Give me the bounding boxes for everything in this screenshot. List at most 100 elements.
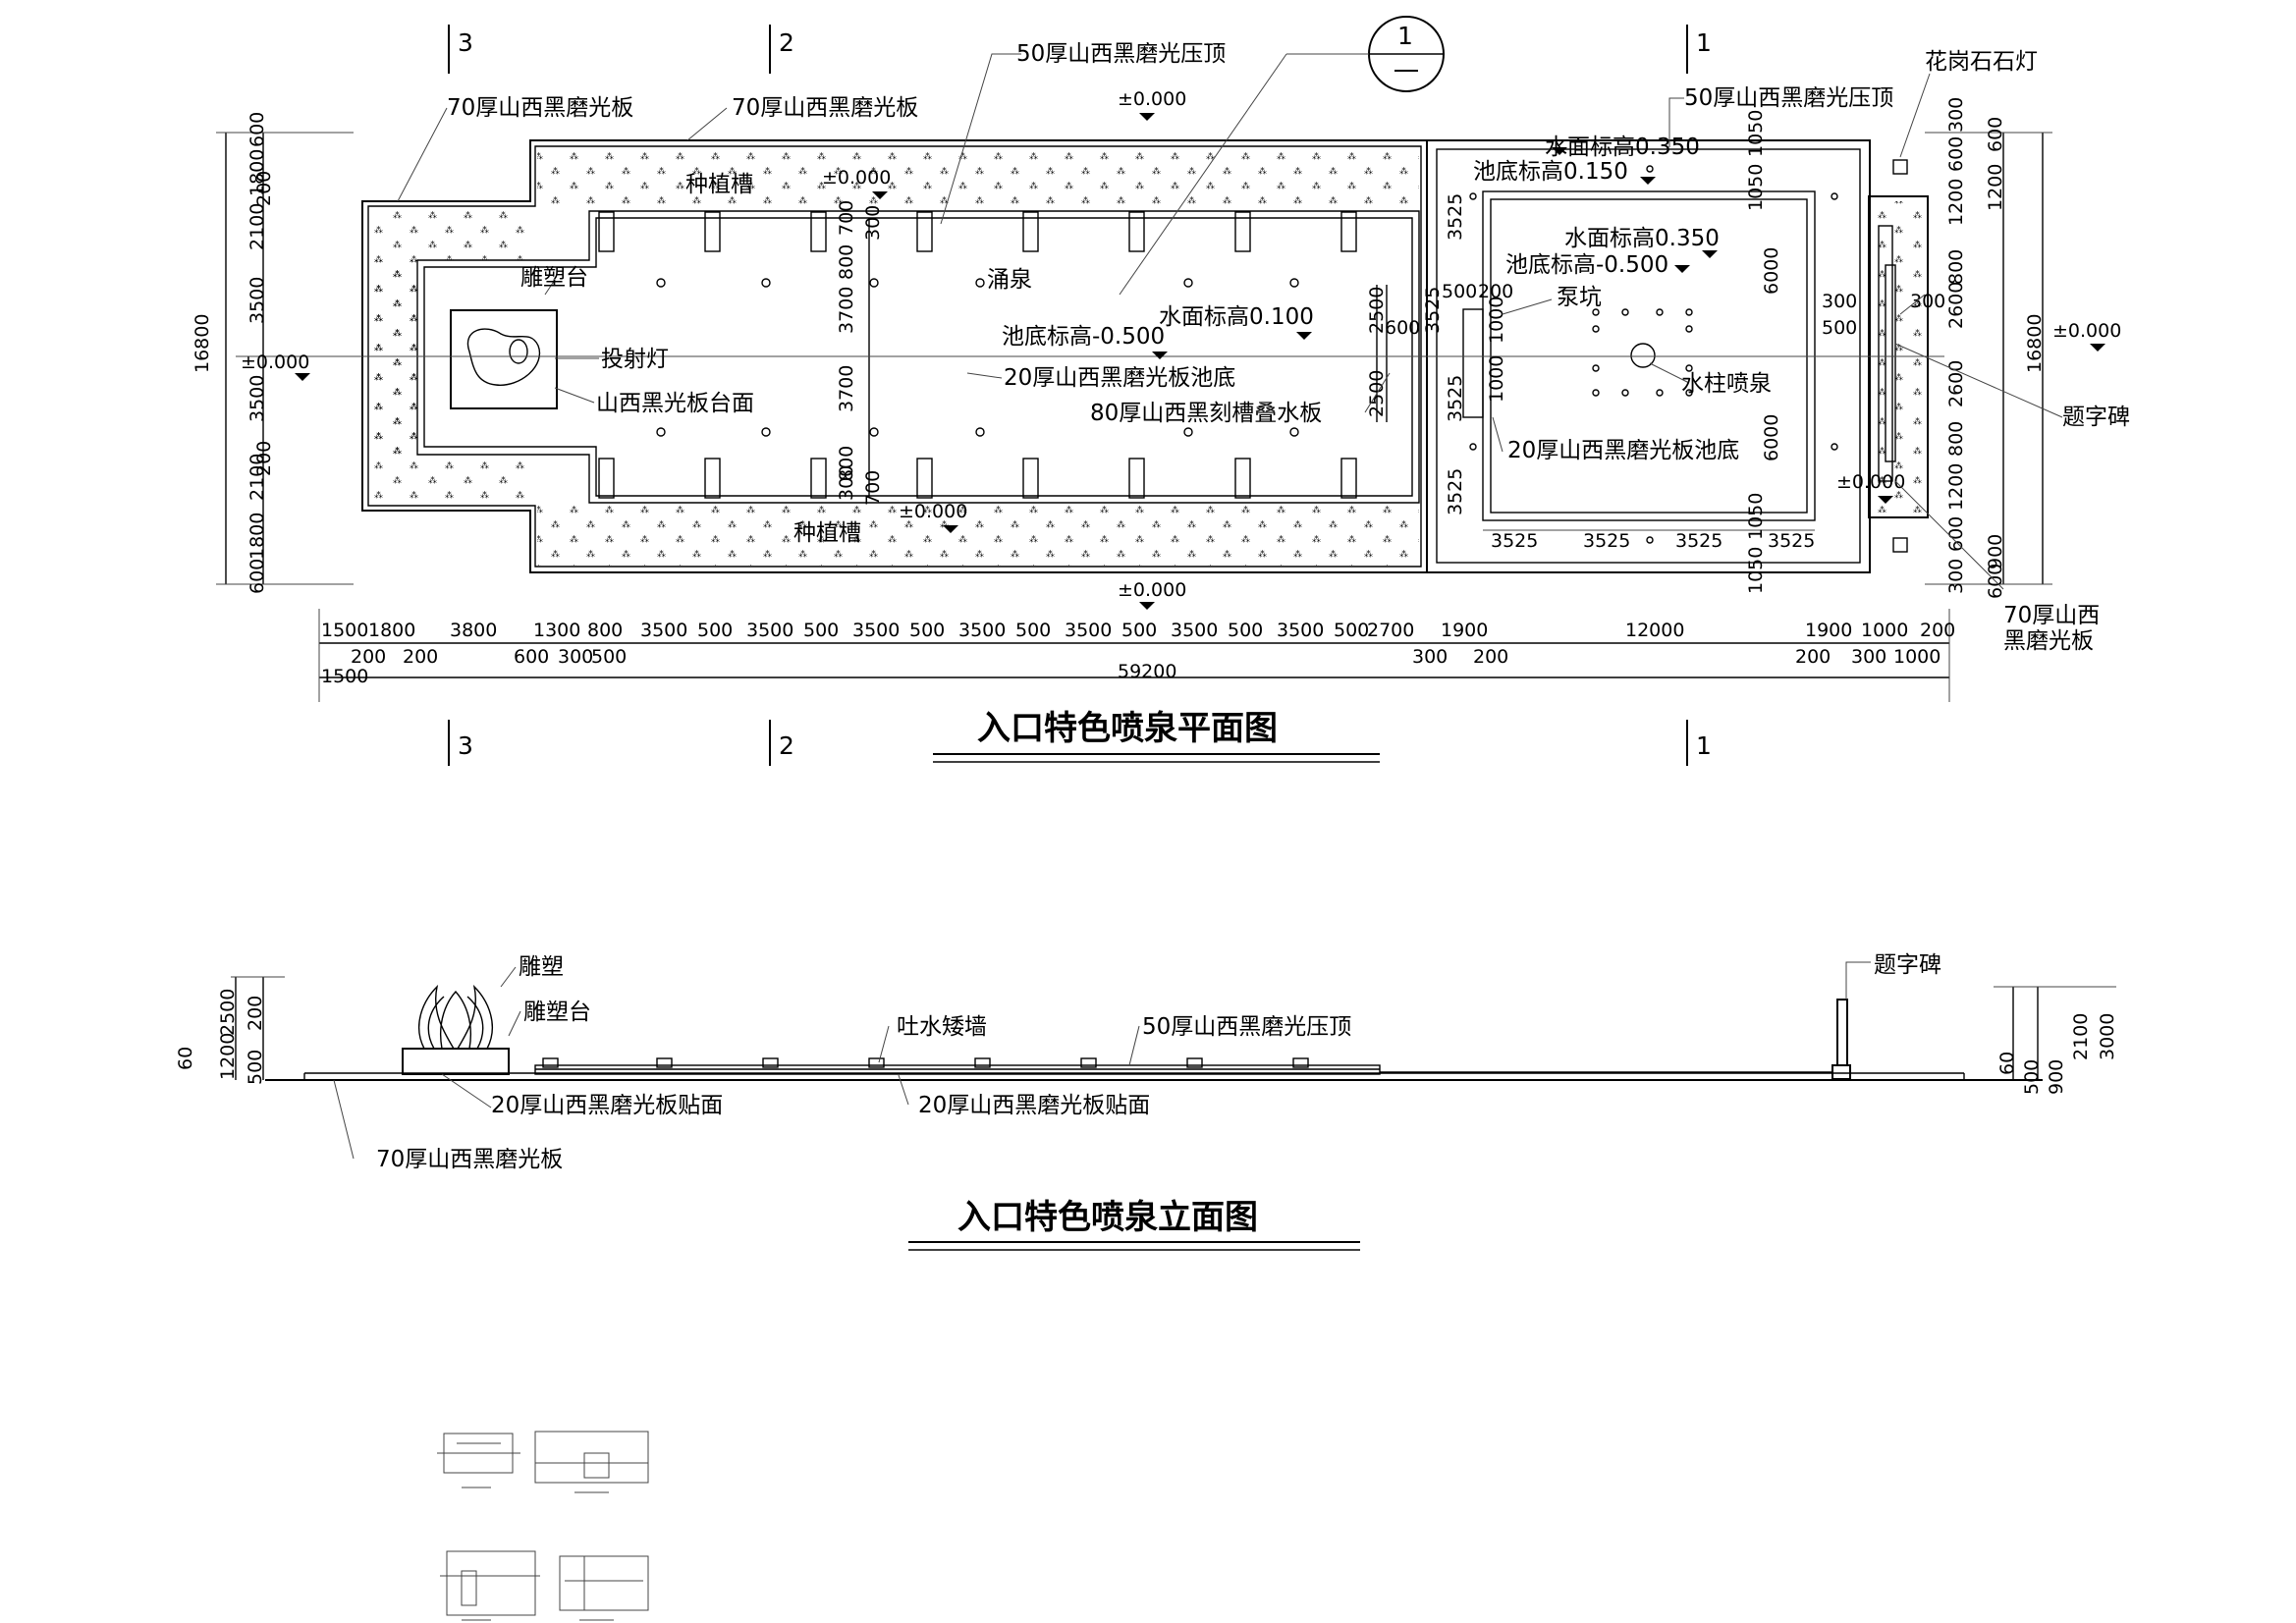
plan-dim-mid-6: 300	[836, 465, 857, 501]
plan-dim-mid-7: 700	[862, 470, 884, 506]
label-base-top: 山西黑光板台面	[596, 391, 754, 416]
grid-axes-bottom: 3 2 1	[448, 720, 1712, 766]
plan-dim-left-total: 16800	[191, 314, 213, 373]
plan-dim-left-8: 1800	[246, 513, 268, 560]
plan-dim-right-inner-1: 500	[1822, 317, 1857, 339]
plan-dim-pool-bottom-3: 3525	[1768, 530, 1815, 552]
plan-dim-bottom-18: 500	[1334, 620, 1369, 641]
elev-dim-left-3: 500	[245, 1050, 266, 1085]
label-water-level-high-b: 水面标高0.350	[1564, 226, 1720, 251]
plan-dim-right-b-2: 1200	[1985, 164, 2006, 211]
plan-dim-left-3: 200	[253, 171, 275, 206]
label-spotlight: 投射灯	[601, 347, 669, 372]
label-pool-bottom-high-a: 池底标高0.150	[1473, 159, 1628, 185]
elev-dims-right: 3000 2100 900 500 60	[1994, 986, 2118, 1095]
label-gushing: 涌泉	[987, 267, 1032, 293]
elev-top: ±0.000	[1118, 88, 1186, 110]
plan-dim-bottom2-1: 200	[403, 646, 438, 668]
label-sculpture-base: 雕塑台	[520, 265, 588, 291]
plan-dim-bottom-0: 1500	[321, 620, 368, 641]
plan-dim-left-1: 1800	[246, 149, 268, 196]
grid-label-3-bottom: 3	[458, 731, 473, 760]
plan-dim-bottom3-1: 59200	[1118, 661, 1176, 682]
grid-axes-top: 3 2 1	[448, 25, 1712, 74]
elev-dim-left-4: 60	[175, 1047, 196, 1070]
label-column-fountain: 水柱喷泉	[1681, 371, 1772, 397]
plan-dim-bottom-20: 1900	[1441, 620, 1488, 641]
plan-dim-right-total: 16800	[2024, 314, 2046, 373]
detail-thumbnails	[437, 1431, 649, 1621]
elev-bottom-left: ±0.000	[899, 501, 967, 522]
plan-dims-left: 16800 600 1800 2100 3500 3500 2100 1800 …	[191, 112, 354, 594]
plan-dim-left-6: 200	[253, 441, 275, 476]
label-slab70-c2: 黑磨光板	[2003, 628, 2094, 654]
elev-bottom: ±0.000	[1118, 579, 1186, 601]
elev-dim-left-0: 2500	[217, 989, 239, 1036]
label-inscription: 题字碑	[2062, 405, 2130, 430]
plan-dim-bottom-11: 3500	[958, 620, 1006, 641]
section-mark-number: 1	[1397, 22, 1413, 50]
plan-dim-bottom-12: 500	[1015, 620, 1051, 641]
plan-dim-bottom2-7: 200	[1795, 646, 1831, 668]
label-weir-80: 80厚山西黑刻槽叠水板	[1090, 401, 1322, 426]
plan-dim-left-0: 600	[246, 112, 268, 147]
elev-label-inscription: 题字碑	[1874, 952, 1941, 978]
elev-label-sculpture: 雕塑	[519, 954, 564, 980]
label-water-level-low: 水面标高0.100	[1159, 304, 1314, 330]
grid-label-1-bottom: 1	[1696, 731, 1712, 760]
plan-dim-right-0: 300	[1945, 97, 1967, 133]
plan-view: 3 2 1 3 2 1 1	[191, 16, 2130, 766]
label-pool-bottom-low: 池底标高-0.500	[1002, 324, 1165, 350]
elevation-view: 2500 200 1200 500 60 3000 2100 900 500 6…	[175, 952, 2118, 1251]
plan-dims-mid: 700 300 800 3700 3700 800 300 700 2500 6…	[836, 200, 1420, 506]
plan-dim-mid-2: 800	[836, 244, 857, 280]
plan-dim-right-2: 1200	[1945, 179, 1967, 226]
label-planter-top: 种植槽	[685, 172, 753, 197]
plan-dim-bottom2-3: 300	[558, 646, 593, 668]
plan-dim-mid-5: 800	[836, 446, 857, 481]
elev-dim-left-1: 200	[245, 996, 266, 1031]
plan-dim-bottom-16: 500	[1228, 620, 1263, 641]
plan-dim-left-7: 2100	[246, 454, 268, 501]
plan-dim-bottom-10: 500	[909, 620, 945, 641]
plan-dim-bottom2-4: 500	[591, 646, 627, 668]
elev-dim-right-1: 2100	[2070, 1013, 2092, 1060]
plan-dim-right-10: 600	[1945, 516, 1967, 552]
plan-dim-bottom2-5: 300	[1412, 646, 1448, 668]
elev-label-sculpture-base: 雕塑台	[523, 1000, 591, 1025]
plan-dim-pool-inner-0: 500	[1442, 281, 1477, 302]
grid-label-3-top: 3	[458, 28, 473, 57]
plan-dim-right-5: 2600	[1945, 282, 1967, 329]
elev-dim-right-4: 60	[1996, 1052, 2018, 1075]
plan-dim-right-inner-2: 300	[1910, 291, 1945, 312]
elev-labels: 雕塑 雕塑台 吐水矮墙 50厚山西黑磨光压顶 题字碑 20厚山西黑磨光板贴面 2…	[376, 952, 1941, 1172]
plan-dim-bottom-2: 3800	[450, 620, 497, 641]
plan-dim-bottom2-8: 300	[1851, 646, 1886, 668]
plan-dim-bottom-13: 3500	[1065, 620, 1112, 641]
label-pool-floor-20b: 20厚山西黑磨光板池底	[1507, 438, 1739, 463]
plan-dim-pool-left-2: 3525	[1445, 375, 1466, 422]
plan-dim-right-1: 600	[1945, 136, 1967, 172]
plan-dim-pool-inner-2: 1000	[1486, 297, 1507, 344]
plan-dim-pool-right-1: 1050	[1745, 164, 1767, 211]
plan-dim-pool-left-3: 3525	[1445, 468, 1466, 515]
elev-sculpture	[418, 984, 493, 1050]
plan-dim-bottom-8: 500	[803, 620, 839, 641]
detail-thumb-3	[440, 1550, 540, 1621]
plan-dim-mid-1: 300	[862, 205, 884, 241]
plan-dim-pool-right-0: 1050	[1745, 110, 1767, 157]
plan-dim-pool-left-1: 3525	[1422, 287, 1444, 334]
detail-thumb-2	[534, 1431, 649, 1493]
plan-labels: 70厚山西黑磨光板 70厚山西黑磨光板 50厚山西黑磨光压顶 50厚山西黑磨光压…	[447, 41, 2130, 654]
gushing-fountain-nozzles	[656, 278, 1299, 437]
plan-dim-right-b-6: 900	[1985, 534, 2006, 569]
elev-dim-right-3: 500	[2021, 1059, 2043, 1095]
plan-dim-bottom-17: 3500	[1277, 620, 1324, 641]
plan-dim-left-4: 3500	[246, 277, 268, 324]
plan-dim-right-6: 2600	[1945, 360, 1967, 407]
plan-dim-right-4: 800	[1945, 249, 1967, 285]
plan-dim-bottom3-0: 1500	[321, 666, 368, 687]
elev-label-slab70: 70厚山西黑磨光板	[376, 1147, 563, 1172]
elev-label-veneer20-b: 20厚山西黑磨光板贴面	[918, 1093, 1150, 1118]
